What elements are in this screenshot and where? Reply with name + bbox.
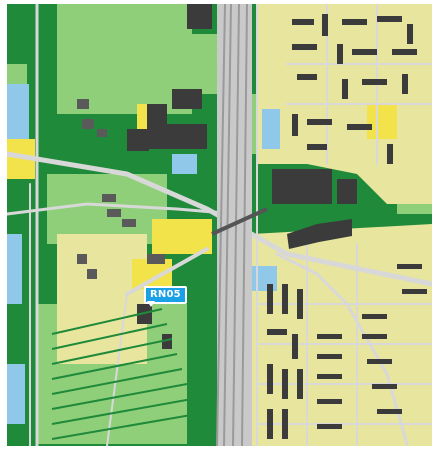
map-canvas (7, 4, 432, 446)
map-view[interactable]: RN05 (7, 4, 432, 446)
residential-buildings-south (267, 264, 427, 439)
grassland-areas (7, 4, 432, 444)
buildings-west (77, 99, 165, 279)
building-clusters (127, 4, 357, 349)
residential-buildings-north (292, 14, 417, 164)
map-marker-pointer-icon (147, 301, 155, 307)
map-marker-rn05[interactable]: RN05 (144, 286, 187, 304)
rail-corridor (211, 4, 268, 446)
water-bodies (7, 84, 280, 424)
road-network (7, 4, 432, 446)
allotment-gardens (51, 308, 198, 440)
